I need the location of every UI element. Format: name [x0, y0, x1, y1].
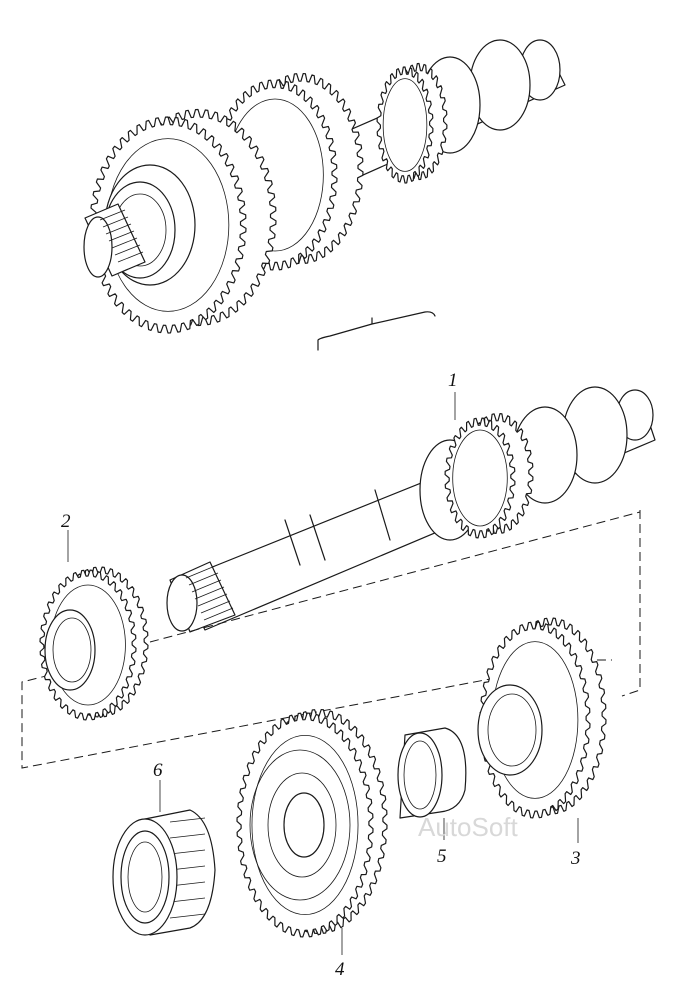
bearing-roller	[169, 817, 206, 823]
gear-hub-ring	[452, 429, 508, 527]
spline-tooth	[191, 579, 222, 593]
callout-1: 1	[448, 370, 458, 391]
assembled-countershaft	[83, 39, 566, 334]
callout-4: 4	[335, 959, 345, 980]
spline-tooth	[188, 572, 219, 586]
spline-tooth	[185, 565, 216, 579]
bearing-roller	[169, 913, 206, 919]
part-6-bearing	[112, 809, 216, 936]
shaft-left-spline	[166, 561, 236, 633]
spline-tooth	[200, 600, 231, 614]
gear-hub-ring	[382, 78, 428, 172]
callout-2: 2	[61, 511, 71, 532]
gear-hub-ring	[251, 735, 359, 916]
part-4-gear	[236, 709, 388, 938]
spline-tooth	[105, 223, 132, 235]
assembly-bracket	[317, 311, 436, 351]
bearing-roller	[169, 833, 206, 839]
shaft-integral-gear	[444, 413, 534, 539]
bearing-roller	[169, 897, 206, 903]
callout-6: 6	[153, 760, 163, 781]
leader-lines	[67, 392, 579, 955]
assembly-dashed-lines	[21, 510, 641, 769]
spline-tooth	[111, 237, 138, 249]
part-1-countershaft	[166, 386, 656, 633]
part-5-sleeve	[397, 727, 467, 819]
shaft-collars	[284, 469, 441, 566]
spline-tooth	[194, 586, 225, 600]
callout-3: 3	[570, 848, 581, 869]
watermark: AutoSoft	[418, 812, 519, 842]
spline-tooth	[197, 593, 228, 607]
assembled-small-gear	[376, 62, 448, 184]
spline-tooth	[114, 244, 141, 256]
bearing-roller	[169, 849, 206, 855]
callout-5: 5	[437, 846, 447, 867]
part-2-gear	[39, 566, 149, 721]
spline-tooth	[99, 209, 126, 221]
assembled-left-spline	[83, 203, 146, 278]
spline-tooth	[102, 216, 129, 228]
spline-tooth	[203, 607, 234, 621]
gear-front-face	[444, 417, 516, 539]
spline-tooth	[117, 251, 144, 263]
part-3-gear	[477, 617, 607, 819]
spline-tooth	[108, 230, 135, 242]
gear-front-face	[376, 66, 434, 184]
